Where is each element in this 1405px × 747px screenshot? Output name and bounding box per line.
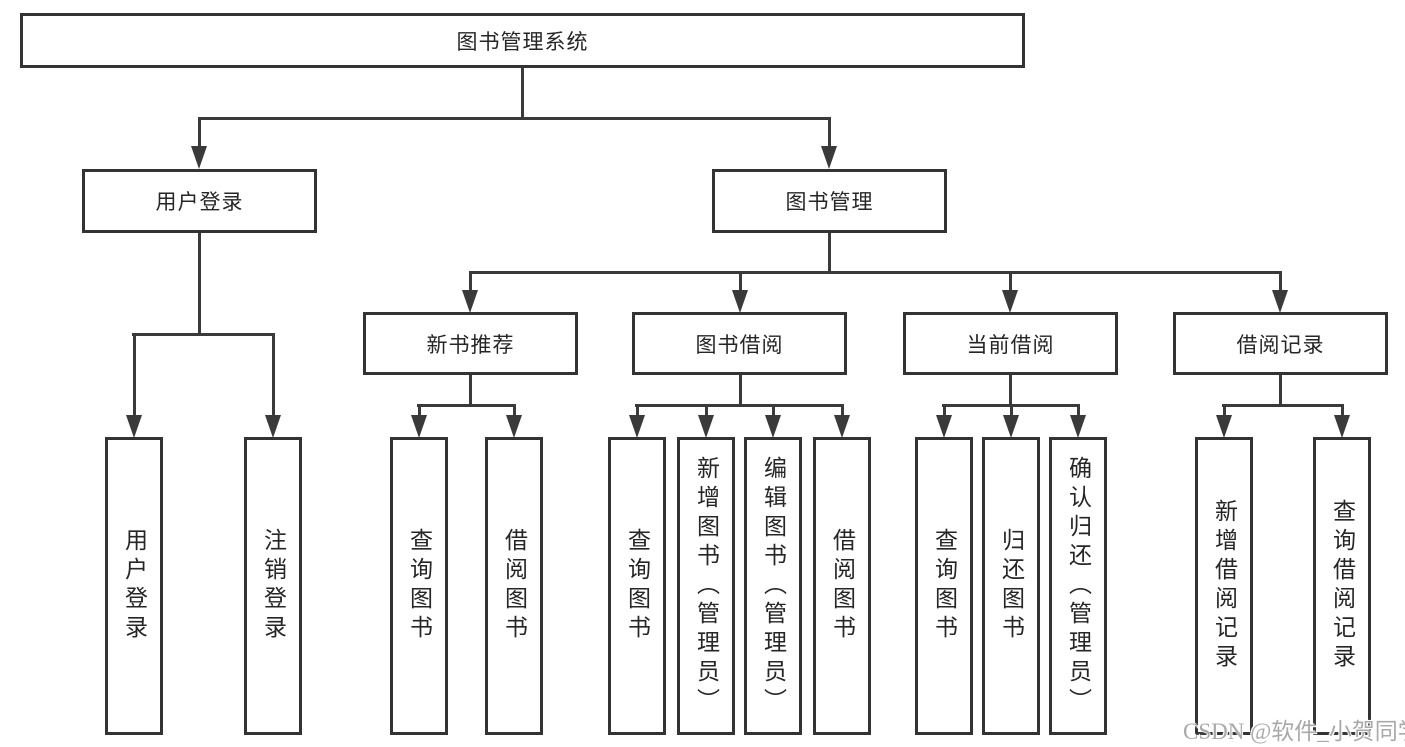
leaf-query-borrow-record: 查询借阅记录	[1313, 437, 1371, 735]
node-user-login: 用户登录	[82, 169, 317, 233]
leaf-confirm-return-admin-label: 确认归还（管理员）	[1065, 455, 1091, 717]
arrow-down-icon	[629, 415, 645, 438]
arrow-down-icon	[462, 290, 478, 313]
connector-line	[272, 333, 275, 417]
node-book-management-label: 图书管理	[785, 190, 874, 214]
node-new-book-recommend-label: 新书推荐	[426, 332, 515, 357]
node-book-borrowing-label: 图书借阅	[695, 332, 784, 357]
connector-line	[705, 404, 708, 417]
node-borrow-records: 借阅记录	[1173, 312, 1388, 375]
connector-line	[132, 333, 275, 336]
leaf-query-books-1: 查询图书	[390, 437, 448, 735]
leaf-add-book-admin-label: 新增图书（管理员）	[693, 455, 719, 717]
connector-line	[1223, 404, 1226, 417]
connector-line	[739, 271, 742, 292]
connector-line	[469, 271, 472, 292]
leaf-confirm-return-admin: 确认归还（管理员）	[1049, 437, 1107, 735]
leaf-borrow-books-1-label: 借阅图书	[501, 528, 527, 644]
leaf-query-books-3-label: 查询图书	[931, 528, 957, 644]
node-current-borrowing: 当前借阅	[903, 312, 1118, 375]
arrow-down-icon	[265, 415, 281, 438]
connector-line	[636, 404, 639, 417]
leaf-edit-book-admin-label: 编辑图书（管理员）	[760, 455, 786, 717]
leaf-query-books-2: 查询图书	[608, 437, 666, 735]
leaf-borrow-books-1: 借阅图书	[485, 437, 543, 735]
leaf-return-books-label: 归还图书	[998, 528, 1024, 644]
node-new-book-recommend: 新书推荐	[363, 312, 578, 375]
node-borrow-records-label: 借阅记录	[1236, 332, 1325, 357]
node-root: 图书管理系统	[20, 13, 1025, 68]
connector-line	[1279, 375, 1282, 406]
arrow-down-icon	[506, 415, 522, 438]
connector-line	[1222, 404, 1344, 407]
leaf-edit-book-admin: 编辑图书（管理员）	[744, 437, 802, 735]
connector-line	[772, 404, 775, 417]
connector-line	[198, 233, 201, 335]
connector-line	[1010, 404, 1013, 417]
leaf-add-borrow-record-label: 新增借阅记录	[1211, 499, 1237, 673]
leaf-query-books-2-label: 查询图书	[624, 528, 650, 644]
arrow-down-icon	[834, 415, 850, 438]
connector-line	[198, 117, 831, 120]
leaf-logout-label: 注销登录	[260, 528, 286, 644]
arrow-down-icon	[126, 415, 142, 438]
connector-line	[521, 67, 524, 119]
connector-line	[943, 404, 946, 417]
connector-line	[1009, 271, 1012, 292]
connector-line	[739, 375, 742, 406]
leaf-add-borrow-record: 新增借阅记录	[1195, 437, 1253, 735]
connector-line	[133, 333, 136, 417]
arrow-down-icon	[191, 146, 207, 169]
node-root-label: 图书管理系统	[456, 29, 589, 54]
connector-line	[417, 404, 516, 407]
arrow-down-icon	[1003, 415, 1019, 438]
leaf-add-book-admin: 新增图书（管理员）	[677, 437, 735, 735]
connector-line	[1009, 375, 1012, 406]
leaf-query-books-1-label: 查询图书	[406, 528, 432, 644]
connector-line	[1077, 404, 1080, 417]
connector-line	[635, 404, 844, 407]
arrow-down-icon	[1216, 415, 1232, 438]
arrow-down-icon	[821, 146, 837, 169]
arrow-down-icon	[1272, 290, 1288, 313]
arrow-down-icon	[1334, 415, 1350, 438]
leaf-query-borrow-record-label: 查询借阅记录	[1329, 499, 1355, 673]
arrow-down-icon	[765, 415, 781, 438]
leaf-borrow-books-2-label: 借阅图书	[829, 528, 855, 644]
connector-line	[418, 404, 421, 417]
connector-line	[469, 271, 1282, 274]
leaf-return-books: 归还图书	[982, 437, 1040, 735]
csdn-watermark: CSDN @软件_小贺同学	[1183, 719, 1405, 744]
arrow-down-icon	[1002, 290, 1018, 313]
arrow-down-icon	[1070, 415, 1086, 438]
arrow-down-icon	[732, 290, 748, 313]
arrow-down-icon	[936, 415, 952, 438]
node-current-borrowing-label: 当前借阅	[966, 332, 1055, 357]
leaf-query-books-3: 查询图书	[915, 437, 973, 735]
connector-line	[841, 404, 844, 417]
leaf-user-login-label: 用户登录	[121, 528, 147, 644]
leaf-user-login: 用户登录	[105, 437, 163, 735]
leaf-borrow-books-2: 借阅图书	[813, 437, 871, 735]
node-book-borrowing: 图书借阅	[632, 312, 847, 375]
connector-line	[198, 117, 201, 149]
connector-line	[469, 375, 472, 406]
connector-line	[828, 117, 831, 149]
connector-line	[828, 233, 831, 274]
arrow-down-icon	[411, 415, 427, 438]
connector-line	[1279, 271, 1282, 292]
arrow-down-icon	[698, 415, 714, 438]
connector-line	[1341, 404, 1344, 417]
connector-line	[513, 404, 516, 417]
node-user-login-label: 用户登录	[155, 190, 244, 214]
node-book-management: 图书管理	[712, 169, 947, 233]
leaf-logout: 注销登录	[244, 437, 302, 735]
